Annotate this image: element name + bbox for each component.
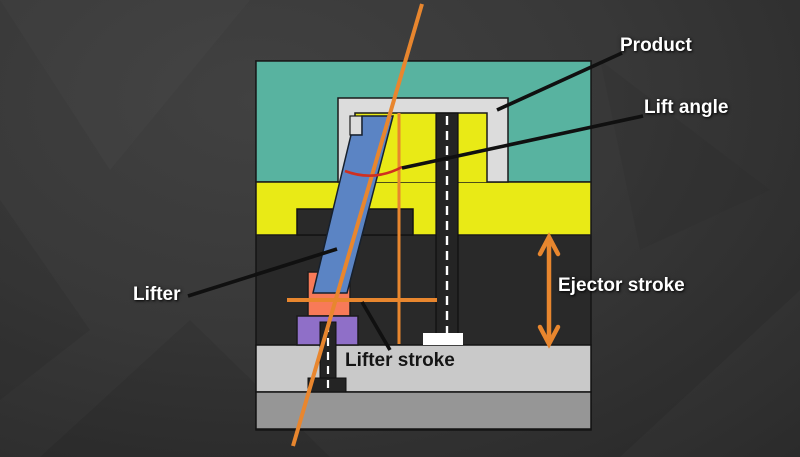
arrow-up-head-icon	[537, 232, 561, 257]
lift-angle-leader-line	[401, 114, 644, 170]
lift-angle-label: Lift angle	[644, 97, 729, 118]
product-leader-line	[496, 51, 623, 112]
pin-retainer-mark	[423, 333, 463, 345]
facet-shape	[620, 290, 800, 457]
ejector-stroke-arrow	[537, 232, 561, 349]
lift-angle-arc	[344, 165, 403, 177]
facet-shape	[0, 200, 90, 400]
facet-shape	[600, 60, 770, 250]
ejector-base-plate	[255, 391, 592, 430]
lifter-leader-line	[187, 247, 338, 298]
facet-shape	[0, 0, 250, 170]
annotation-lines	[187, 51, 644, 351]
lifter-stroke-label: Lifter stroke	[345, 350, 455, 371]
ejector-stroke-label: Ejector stroke	[558, 275, 685, 296]
arrow-down-head-icon	[537, 324, 561, 349]
lifter-stroke-leader-line	[360, 301, 392, 351]
product-label: Product	[620, 35, 692, 56]
lifter-label: Lifter	[133, 284, 181, 305]
product-undercut	[349, 115, 363, 136]
lifter-axis-line	[291, 3, 424, 447]
